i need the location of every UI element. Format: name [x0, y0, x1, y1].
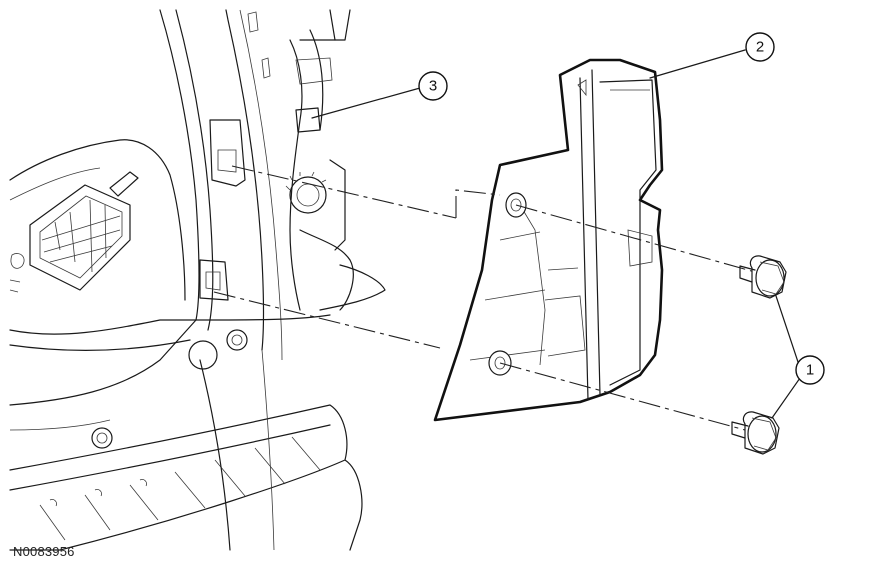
callout-2-label: 2	[756, 39, 764, 56]
vehicle-body	[9, 9, 386, 551]
callout-3-label: 3	[429, 78, 437, 95]
rear-bumper	[9, 404, 363, 551]
vent-grille	[29, 184, 131, 291]
fastener-lower	[731, 411, 780, 455]
callout-leaders	[311, 49, 801, 419]
callout-3: 3	[418, 71, 448, 101]
callout-1-label: 1	[806, 362, 814, 379]
figure-id-label: N0083956	[13, 544, 75, 559]
tail-lamp-assembly	[433, 58, 664, 422]
callout-2: 2	[745, 32, 775, 62]
fastener-upper	[739, 255, 787, 299]
callout-1: 1	[795, 355, 825, 385]
alignment-lines	[213, 165, 756, 431]
